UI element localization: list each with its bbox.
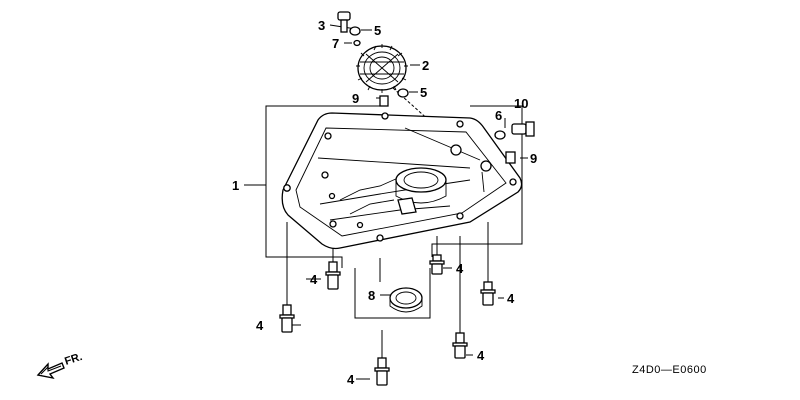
callout-5: 5: [420, 85, 427, 100]
front-arrow-icon: [36, 362, 65, 380]
diagram-code: Z4D0—E0600: [632, 364, 707, 376]
flange-bolt: [325, 261, 341, 290]
callout-7: 7: [332, 36, 339, 51]
callout-5: 5: [374, 23, 381, 38]
callout-2: 2: [422, 58, 429, 73]
callout-1: 1: [232, 178, 239, 193]
callout-4: 4: [347, 372, 355, 387]
callout-9: 9: [352, 91, 359, 106]
flange-bolt: [452, 332, 468, 359]
flange-bolt: [374, 357, 390, 386]
flange-bolt: [279, 304, 295, 333]
filler-plug: [511, 121, 535, 137]
callout-10: 10: [514, 96, 528, 111]
callout-6: 6: [495, 108, 502, 123]
front-direction-indicator: FR.: [36, 351, 84, 380]
gear-shaft-bolt: [337, 11, 351, 33]
callout-4: 4: [256, 318, 264, 333]
callout-8: 8: [368, 288, 375, 303]
callout-4: 4: [310, 272, 318, 287]
callout-4: 4: [456, 261, 464, 276]
dowel-pins: [379, 95, 516, 164]
front-direction-label: FR.: [63, 351, 84, 368]
flange-bolt: [429, 254, 445, 275]
flange-bolts: [279, 254, 496, 386]
callout-9: 9: [530, 151, 537, 166]
callout-4: 4: [507, 291, 515, 306]
oil-pan-cover: [281, 112, 523, 250]
washers: [349, 26, 506, 140]
callout-4: 4: [477, 348, 485, 363]
callout-labels: 1 2 3 5 7 9 5 10 6 9 4 4 4 4 4 4 8: [232, 18, 537, 387]
callout-3: 3: [318, 18, 325, 33]
oil-seal: [389, 287, 423, 313]
governor-gear: [356, 44, 408, 93]
flange-bolt: [480, 281, 496, 306]
leader-lines: [244, 24, 528, 380]
